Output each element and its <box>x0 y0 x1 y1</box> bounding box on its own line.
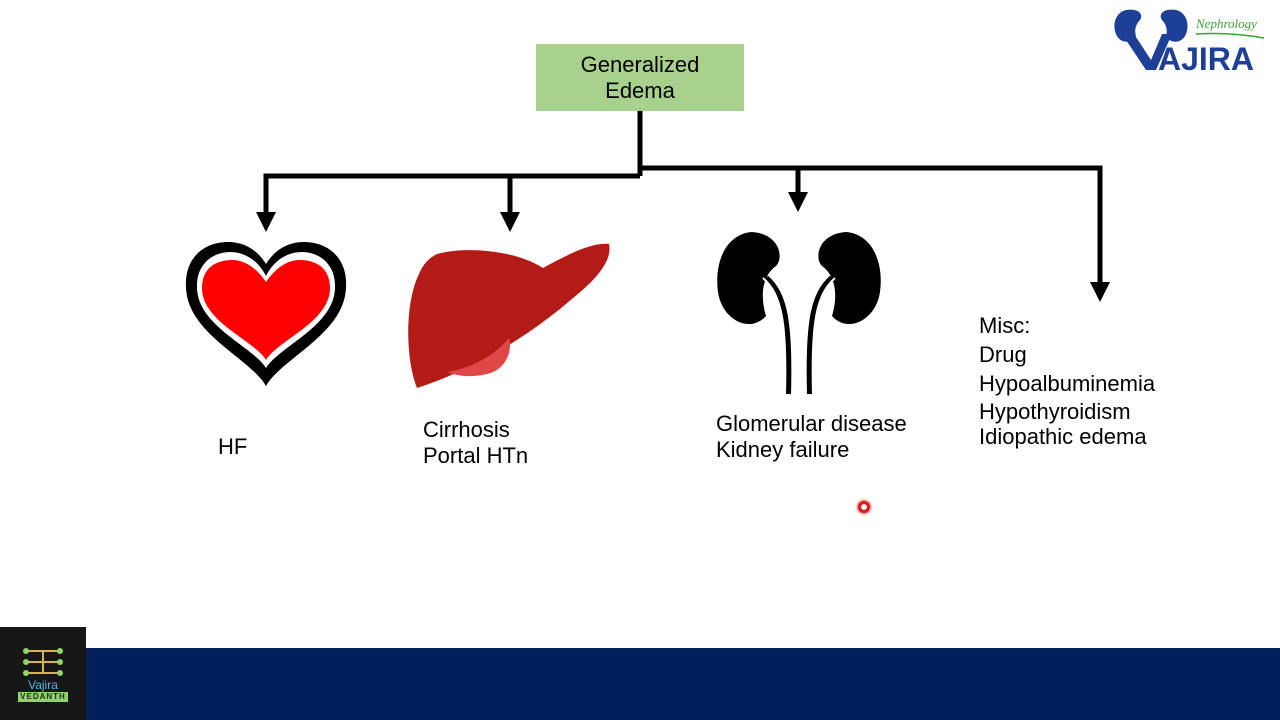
label-cirrhosis-line-2: Portal HTn <box>423 443 529 468</box>
laser-pointer-dot <box>855 498 873 516</box>
liver-icon <box>408 243 610 388</box>
footer-logo: Vajira VEDANTH <box>0 627 86 720</box>
label-misc-line-2: Drug <box>979 342 1027 367</box>
left-branch-line <box>256 173 640 232</box>
footer-logo-title: Vajira <box>28 678 58 692</box>
label-cirrhosis: Cirrhosis Portal HTn <box>423 417 528 469</box>
label-kidney-line-1: Glomerular disease <box>716 411 907 436</box>
root-node-line-2: Edema <box>605 77 675 103</box>
root-node-line-1: Generalized <box>580 51 700 77</box>
label-kidney: Glomerular disease Kidney failure <box>716 411 907 463</box>
label-misc-line-1: Misc: <box>979 313 1031 338</box>
footer-bar <box>0 648 1280 720</box>
label-hf-line-1: HF <box>218 434 248 459</box>
label-hf: HF <box>218 434 247 460</box>
label-misc-line-4: Hypothyroidism <box>979 399 1131 424</box>
label-cirrhosis-line-1: Cirrhosis <box>423 417 510 442</box>
circuit-icon <box>23 648 63 676</box>
kidney-icon <box>717 232 881 395</box>
logo-name: AJIRA <box>1158 41 1254 74</box>
label-kidney-line-2: Kidney failure <box>716 437 850 462</box>
logo-tagline: Nephrology <box>1195 16 1257 31</box>
label-misc: Misc: Drug Hypoalbuminemia Hypothyroidis… <box>979 311 1155 449</box>
vajira-nephrology-logo: Nephrology AJIRA <box>1114 9 1265 74</box>
root-node-generalized-edema: Generalized Edema <box>536 44 744 111</box>
heart-icon <box>185 242 347 386</box>
label-misc-line-5: Idiopathic edema <box>979 424 1147 449</box>
footer-logo-subtitle: VEDANTH <box>18 692 68 702</box>
label-misc-line-3: Hypoalbuminemia <box>979 371 1156 396</box>
right-branch-line <box>640 165 1110 302</box>
